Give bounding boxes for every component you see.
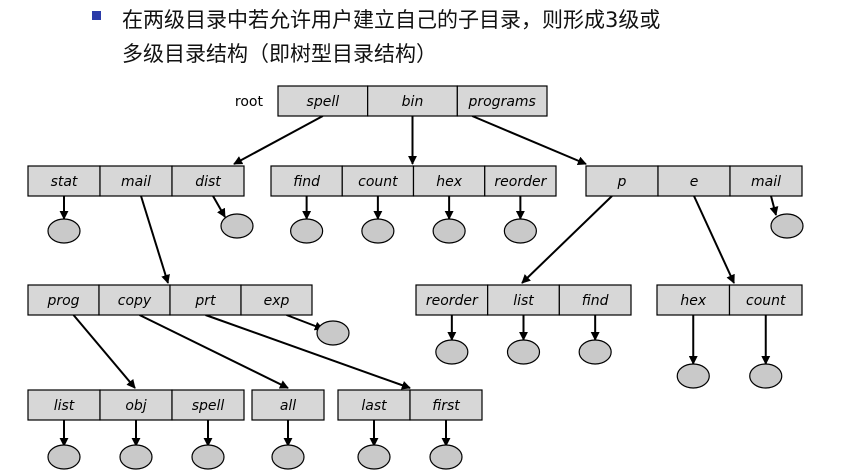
directory-bin: find count hex reorder <box>270 165 557 197</box>
file-node <box>749 363 783 389</box>
tree-edge-arrow <box>205 314 411 390</box>
entry-label: mail <box>121 174 151 190</box>
file-node <box>357 444 391 470</box>
entry-cell <box>728 284 803 316</box>
entry-cell <box>27 284 100 316</box>
entry-cell <box>456 85 548 117</box>
entry-cell <box>171 165 245 197</box>
entry-label: spell <box>307 94 340 110</box>
entry-label: find <box>293 174 320 190</box>
directory-prt: last first <box>337 389 483 421</box>
file-node <box>271 444 305 470</box>
entry-label: list <box>513 293 534 309</box>
bullet-square-icon <box>92 11 101 20</box>
entry-label: all <box>280 398 296 414</box>
file-node <box>119 444 153 470</box>
tree-edge-arrow <box>769 195 779 216</box>
tree-edge-arrow <box>233 115 324 165</box>
file-node <box>435 339 469 365</box>
file-node <box>429 444 463 470</box>
file-node <box>47 444 81 470</box>
entry-label: exp <box>264 293 290 309</box>
entry-label: p <box>617 174 627 190</box>
tree-edge-arrow <box>693 195 735 284</box>
tree-edge-arrow <box>139 314 289 389</box>
entry-label: hex <box>680 293 706 309</box>
directory-spell: stat mail dist <box>27 165 245 197</box>
directory-prog: list obj spell <box>27 389 245 421</box>
entry-cell <box>341 165 415 197</box>
entry-label: reorder <box>494 174 547 190</box>
entry-label: e <box>690 174 699 190</box>
file-node <box>503 218 537 244</box>
tree-edge-arrow <box>72 314 136 389</box>
entry-cell <box>270 165 343 197</box>
entry-cell <box>27 165 101 197</box>
entry-cell <box>277 85 369 117</box>
entry-label: prt <box>194 293 216 309</box>
entry-label: count <box>746 293 786 309</box>
entry-cell <box>99 165 173 197</box>
directory-mail: prog copy prt exp <box>27 284 313 316</box>
tree-edge-arrow <box>471 115 587 165</box>
tree-edge-arrow <box>140 195 170 284</box>
directory-e: hex count <box>656 284 803 316</box>
file-node <box>361 218 395 244</box>
entry-label: reorder <box>426 293 479 309</box>
directory-root: spell bin programs <box>277 85 548 117</box>
file-node <box>770 213 804 239</box>
entry-label: find <box>582 293 609 309</box>
file-node <box>578 339 612 365</box>
entry-cell <box>337 389 411 421</box>
bullet-text-line-1: 在两级目录中若允许用户建立自己的子目录，则形成3级或 <box>122 8 661 32</box>
entry-label: obj <box>125 398 146 414</box>
entry-cell <box>412 165 486 197</box>
entry-label: prog <box>46 293 79 309</box>
entry-label: first <box>432 398 460 414</box>
entry-cell <box>367 85 458 117</box>
bullet-text-line-2: 多级目录结构（即树型目录结构） <box>122 42 437 66</box>
entry-label: list <box>54 398 75 414</box>
entry-cell <box>729 165 803 197</box>
root-label: root <box>235 94 264 110</box>
entry-cell <box>409 389 483 421</box>
entry-cell <box>251 389 325 421</box>
file-node <box>676 363 710 389</box>
tree-edge-arrow <box>212 195 226 218</box>
file-node <box>220 213 254 239</box>
file-node <box>506 339 541 365</box>
file-node <box>191 444 225 470</box>
entry-label: count <box>358 174 398 190</box>
directory-p: reorder list find <box>415 284 632 316</box>
file-node <box>316 320 350 346</box>
entry-label: hex <box>436 174 462 190</box>
entry-label: spell <box>192 398 225 414</box>
entry-label: dist <box>195 174 221 190</box>
entry-cell <box>171 389 245 421</box>
entry-label: programs <box>467 94 535 110</box>
entry-cell <box>99 389 173 421</box>
directory-programs: p e mail <box>585 165 803 197</box>
entry-label: last <box>361 398 387 414</box>
entry-label: bin <box>402 94 424 110</box>
entry-cell <box>558 284 632 316</box>
entry-label: stat <box>51 174 78 190</box>
entry-cell <box>240 284 313 316</box>
directory-copy: all <box>251 389 325 421</box>
entry-label: mail <box>751 174 781 190</box>
entry-cell <box>487 284 560 316</box>
file-node <box>290 218 324 244</box>
entry-cell <box>484 165 557 197</box>
tree-edge-arrow <box>286 314 324 331</box>
entry-label: copy <box>118 293 152 309</box>
entry-cell <box>27 389 101 421</box>
file-node <box>432 218 466 244</box>
file-node <box>47 218 81 244</box>
tree-edge-arrow <box>521 195 613 284</box>
